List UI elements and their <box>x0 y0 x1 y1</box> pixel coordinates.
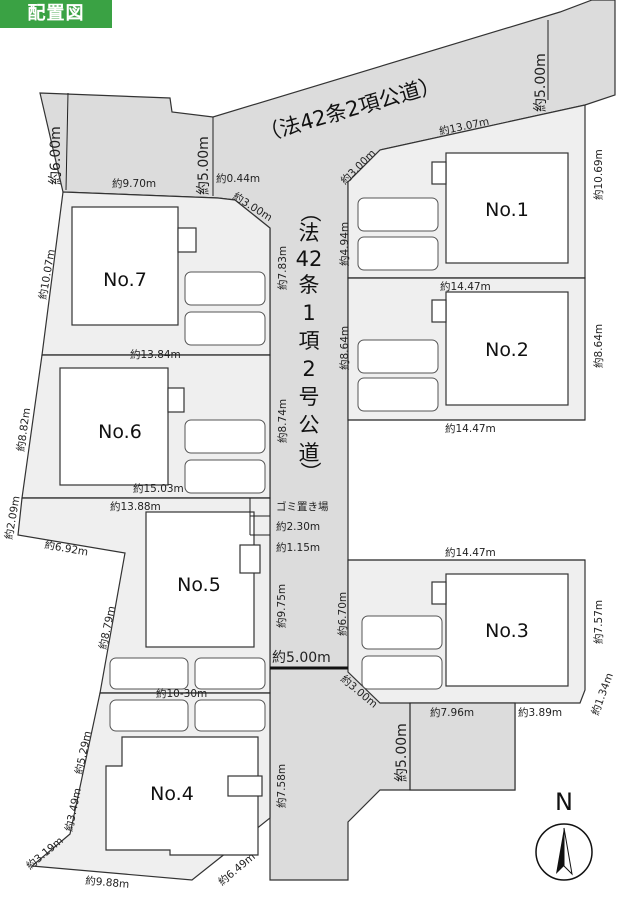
road-label-char: 条 <box>299 273 320 297</box>
road-label-char: 道 <box>299 441 320 465</box>
dim-label: 約15.03m <box>133 482 184 495</box>
porch <box>227 775 263 797</box>
building-no5 <box>145 511 255 648</box>
dim-label: 約9.88m <box>85 874 130 891</box>
dim-label: 約14.47m <box>440 280 491 293</box>
car-icon <box>109 657 189 690</box>
building-no6 <box>59 367 169 486</box>
dim-label: 約3.89m <box>518 706 562 719</box>
dim-label: 約7.96m <box>430 706 474 719</box>
car-icon <box>184 311 266 346</box>
main-road-label: （ 法 42 条 1 項 2 号 公 道 ） <box>296 202 323 483</box>
lot-label-no6: No.6 <box>98 421 142 443</box>
road-label-char: 号 <box>299 385 320 409</box>
dim-label: 約2.30m <box>276 520 320 533</box>
car-icon <box>361 655 443 690</box>
car-icon <box>184 271 266 306</box>
road-label-char: （ <box>298 202 322 223</box>
car-icon <box>184 459 266 494</box>
porch <box>431 299 447 323</box>
dim-label: 約14.47m <box>445 546 496 559</box>
porch <box>167 387 185 413</box>
dim-label: 約1.34m <box>589 671 616 717</box>
dim-label: 約8.64m <box>592 324 605 368</box>
porch <box>431 581 447 605</box>
building-no7 <box>71 206 179 326</box>
road-label-char: ） <box>298 462 322 483</box>
dim-label: 約10.69m <box>592 149 605 200</box>
car-icon <box>357 197 439 232</box>
road-label-char: 法 <box>299 221 320 245</box>
dim-label: 約6.70m <box>336 592 349 636</box>
dim-label: 約1.15m <box>276 541 320 554</box>
road-label-char: 2 <box>302 357 315 381</box>
porch <box>177 227 197 253</box>
lot-label-no7: No.7 <box>103 269 147 291</box>
dim-label: 約9.70m <box>112 177 156 190</box>
road-label-char: 項 <box>299 329 320 353</box>
car-icon <box>194 699 266 732</box>
dim-label: 約0.44m <box>216 172 260 185</box>
dim-label: 約4.94m <box>338 222 351 266</box>
car-icon <box>361 615 443 650</box>
dim-label: 約8.82m <box>14 407 33 452</box>
north-label: N <box>555 788 573 816</box>
road-label-char: 公 <box>299 413 320 437</box>
lot-label-no5: No.5 <box>177 574 221 596</box>
lot-label-no3: No.3 <box>485 620 529 642</box>
dim-label: 約5.00m <box>196 136 212 195</box>
north-arrow-icon: N <box>535 788 593 881</box>
road-label-char: 42 <box>296 247 323 271</box>
lot-label-no2: No.2 <box>485 339 529 361</box>
dim-label: 約14.47m <box>445 422 496 435</box>
dim-label: 約13.88m <box>110 500 161 513</box>
porch <box>431 161 447 185</box>
building-no3 <box>445 573 569 687</box>
dim-label: 約9.75m <box>275 584 288 628</box>
dimension-lines <box>22 20 585 790</box>
building-no1 <box>445 152 569 264</box>
dim-label: 約7.83m <box>276 246 289 290</box>
dim-label: 約10-30m <box>156 687 207 700</box>
dim-label: 約13.84m <box>130 348 181 361</box>
lot-label-no4: No.4 <box>150 783 194 805</box>
road-label-char: 1 <box>302 301 315 325</box>
lot-label-no1: No.1 <box>485 199 529 221</box>
porch <box>239 544 261 574</box>
car-icon <box>109 699 189 732</box>
road-stub <box>409 702 516 791</box>
car-icon <box>357 339 439 374</box>
parking-cars <box>109 197 443 732</box>
dim-label: 約7.58m <box>275 764 288 808</box>
dim-label: 約8.64m <box>338 326 351 370</box>
dim-label: 約8.74m <box>276 399 289 443</box>
dim-label: 約6.00m <box>48 126 64 185</box>
car-icon <box>357 377 439 412</box>
car-icon <box>184 419 266 454</box>
dim-label: 約5.00m <box>394 723 410 782</box>
dim-label: 約7.57m <box>592 600 605 644</box>
building-no2 <box>445 291 569 406</box>
car-icon <box>194 657 266 690</box>
site-plan-title-badge: 配置図 <box>0 0 112 28</box>
car-icon <box>357 236 439 271</box>
dim-label-road-width: 約5.00m <box>272 650 331 666</box>
dim-label: 約5.00m <box>533 53 549 112</box>
garbage-area-label: ゴミ置き場 <box>276 500 329 513</box>
